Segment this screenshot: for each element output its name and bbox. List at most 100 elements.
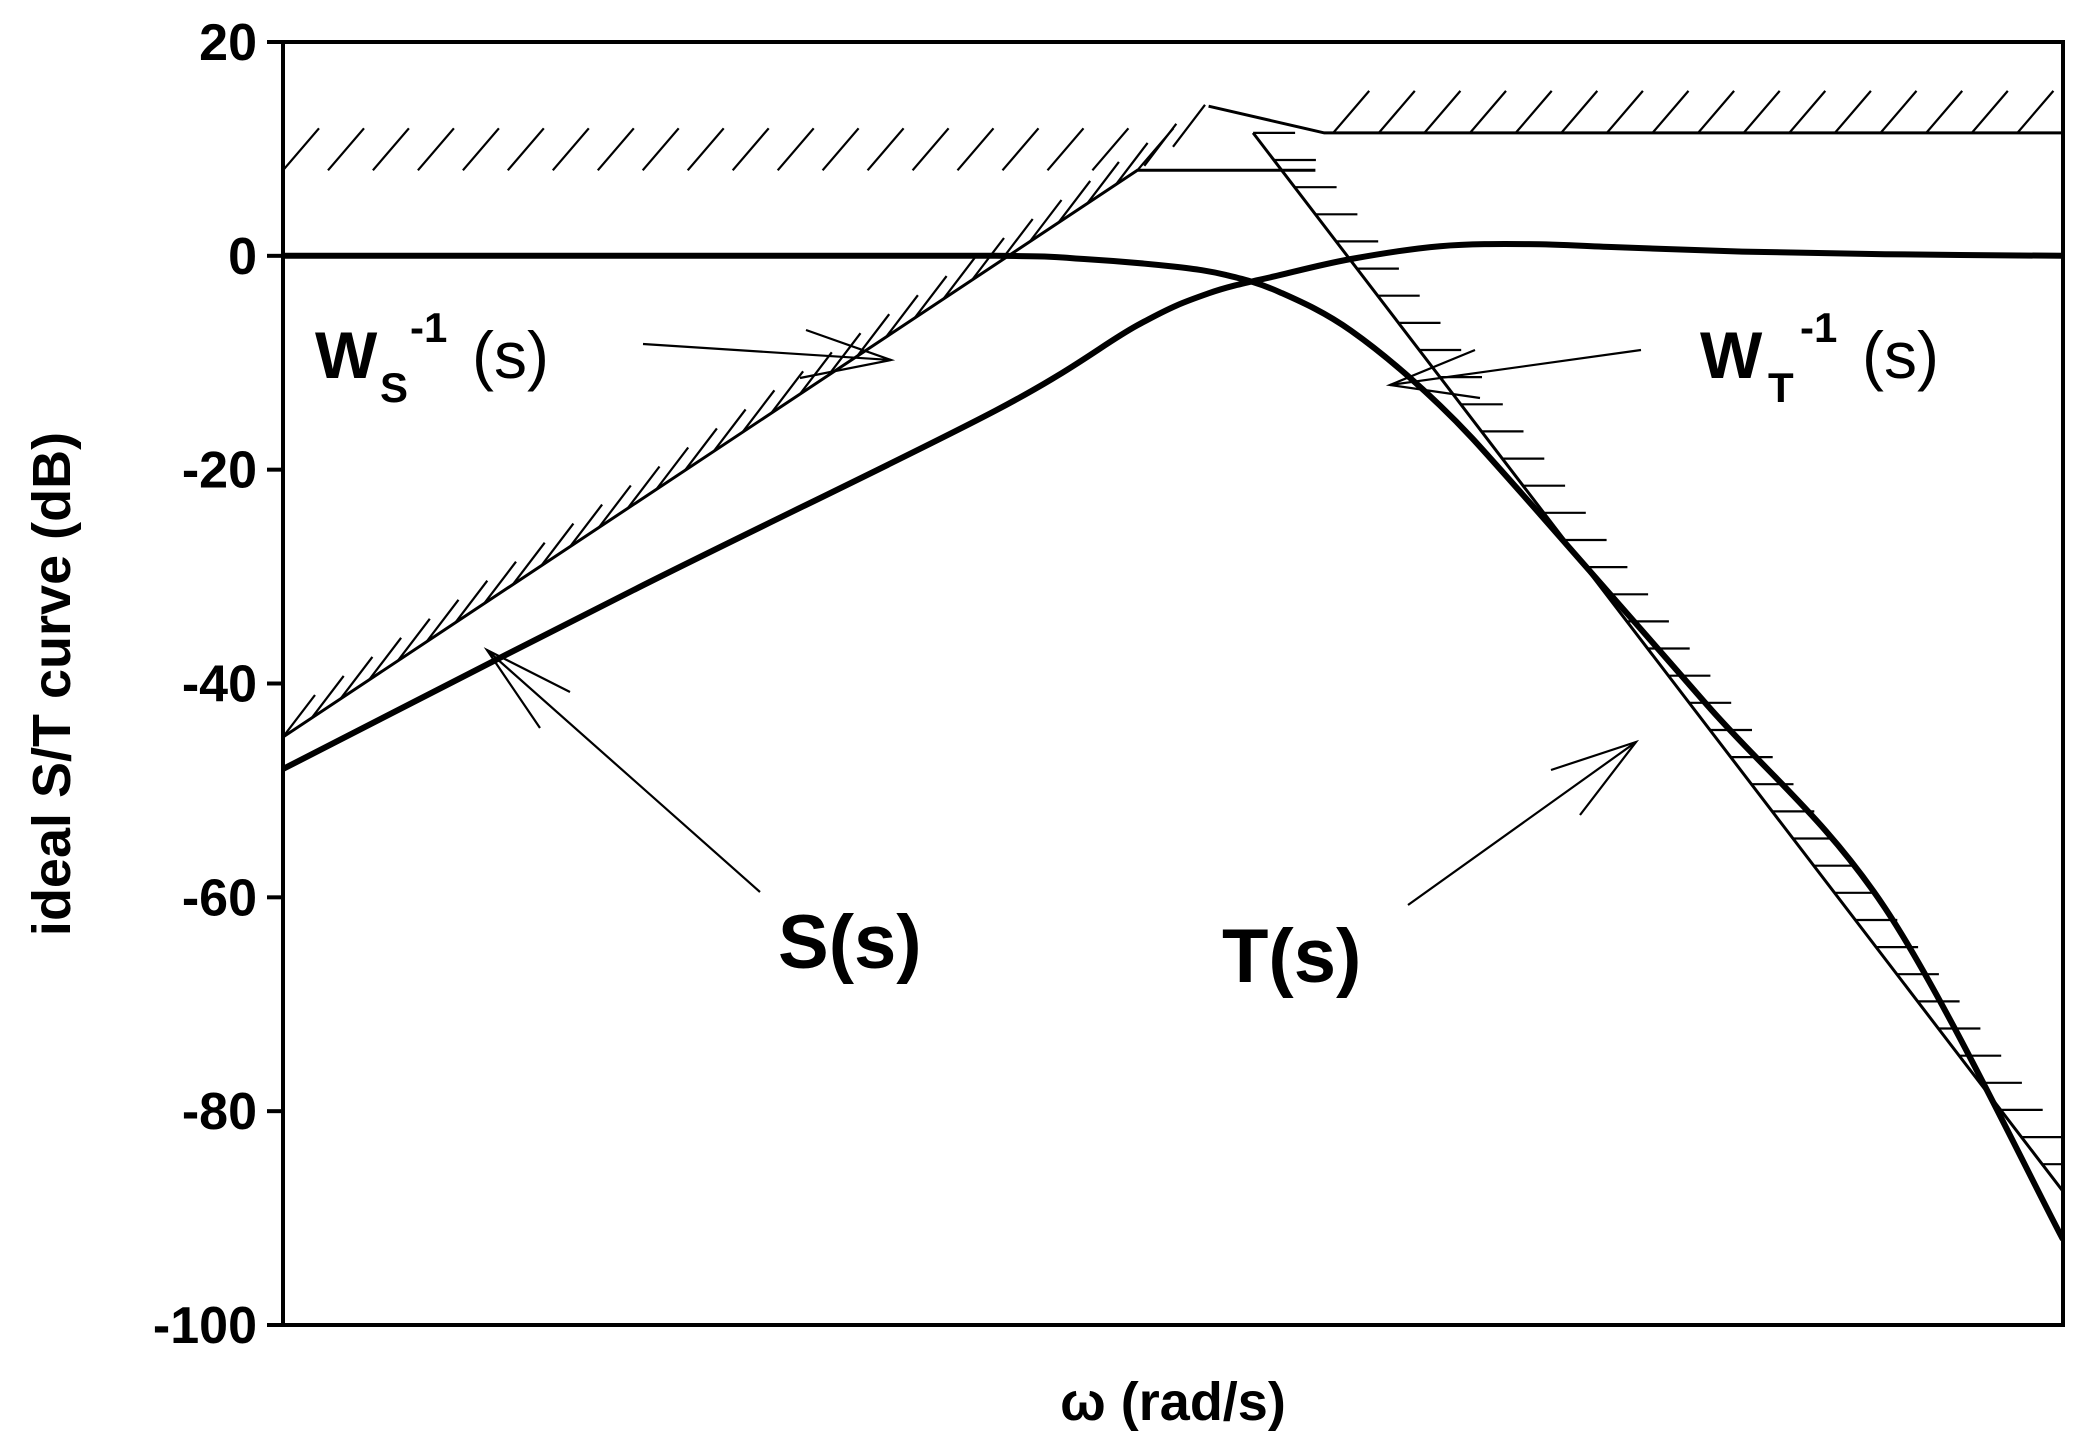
ws-hatch-stroke xyxy=(798,351,833,395)
ws-hatch-stroke xyxy=(327,127,365,172)
ws-hatch-stroke xyxy=(372,127,410,172)
t-curve xyxy=(283,252,2063,1241)
ws-sup-text: -1 xyxy=(410,304,447,351)
wt-hatch-stroke xyxy=(1423,90,1462,134)
s-arrow-shaft xyxy=(486,649,761,893)
ws-hatch-stroke xyxy=(913,275,948,319)
ws-hatch-stroke xyxy=(770,370,804,414)
wt-hatch-stroke xyxy=(1514,90,1553,134)
s-arrow-head xyxy=(483,647,571,729)
wt-hatch-stroke xyxy=(1469,90,1507,134)
ws-hatch-stroke xyxy=(712,408,747,453)
ws-hatch-stroke xyxy=(731,127,770,172)
ws-hatch-stroke xyxy=(942,256,977,300)
t-arrow-head xyxy=(1550,739,1640,816)
y-tick-label: -80 xyxy=(182,1083,257,1141)
curves xyxy=(283,240,2063,1241)
ws-hatch-stroke xyxy=(1046,127,1085,172)
wt-hatch-stroke xyxy=(1742,90,1781,134)
ws-arg-text: (s) xyxy=(472,318,549,392)
ws-hatch-stroke xyxy=(885,294,919,338)
ws-hatch-stroke xyxy=(597,484,632,529)
ws-hatch-stroke xyxy=(396,618,431,662)
ws-hatch-stroke xyxy=(971,237,1005,281)
wt-hatch-stroke xyxy=(2016,90,2055,134)
ws-arrow-head xyxy=(799,328,896,380)
ws-hatch-stroke xyxy=(686,127,725,172)
ws-sub-text: S xyxy=(380,364,408,411)
ws-hatch-stroke xyxy=(1028,199,1063,243)
ws-inverse-label: W S -1 (s) xyxy=(315,304,549,411)
ws-hatch-stroke xyxy=(1057,180,1092,224)
wt-hatch-stroke xyxy=(1879,90,1918,134)
t-curve-label: T(s) xyxy=(1222,914,1361,999)
ws-hatch-stroke xyxy=(511,542,546,586)
y-tick-label: -100 xyxy=(153,1297,257,1355)
ws-hatch-stroke xyxy=(1143,123,1178,167)
wt-hatch-stroke xyxy=(1560,90,1599,134)
wt-hatch-stroke xyxy=(1834,90,1872,134)
ws-hatch-stroke xyxy=(596,127,635,172)
ws-hatch-stroke xyxy=(626,465,661,510)
ws-hatch-stroke xyxy=(827,332,862,376)
wt-hatch-stroke xyxy=(1332,90,1371,134)
y-axis-title: ideal S/T curve (dB) xyxy=(22,432,82,936)
ws-hatch-stroke xyxy=(425,599,460,643)
wt-hatch-stroke xyxy=(1788,90,1827,134)
ws-hatch-stroke xyxy=(741,389,776,433)
ws-hatch-stroke xyxy=(454,580,489,624)
ws-hatch-stroke xyxy=(310,675,345,719)
ws-hatch-stroke xyxy=(483,561,517,605)
wt-hatch-stroke xyxy=(1606,90,1644,134)
wt-hatch-stroke xyxy=(1925,90,1964,134)
ws-hatch-stroke xyxy=(462,127,500,172)
y-axis-ticks: 20 0 -20 -40 -60 -80 -100 xyxy=(153,14,283,1355)
ws-hatch-stroke xyxy=(417,127,455,172)
s-curve-label: S(s) xyxy=(778,900,922,985)
ws-hatch-stroke xyxy=(684,427,718,472)
wt-hatch-stroke xyxy=(1651,90,1690,134)
wt-inverse-bound-top-line xyxy=(1208,104,2063,135)
ws-hatch-stroke xyxy=(569,503,603,548)
wt-hatch-stroke xyxy=(1970,90,2009,134)
ws-hatch-stroke xyxy=(368,637,402,681)
ws-arrow-shaft xyxy=(642,342,892,362)
wt-hatch-stroke xyxy=(1377,90,1416,134)
ws-main-text: W xyxy=(315,318,378,392)
y-tick-label: -60 xyxy=(182,869,257,927)
ws-hatch-stroke xyxy=(1086,161,1120,205)
y-tick-label: 0 xyxy=(228,228,257,286)
wt-hatch-stroke xyxy=(1697,90,1735,134)
plot-frame xyxy=(281,40,2065,1327)
ws-hatch-stroke xyxy=(540,522,575,567)
ws-hatch-stroke xyxy=(866,127,905,172)
wt-arg-text: (s) xyxy=(1862,318,1939,392)
ws-hatch-stroke xyxy=(1091,127,1130,172)
y-tick-label: -20 xyxy=(182,442,257,500)
ws-hatch-stroke xyxy=(641,127,680,172)
ws-hatch-stroke xyxy=(283,694,316,738)
ws-hatch-stroke xyxy=(283,127,320,172)
y-tick-label: -40 xyxy=(182,656,257,714)
y-tick-label: 20 xyxy=(199,14,257,72)
ws-hatch-stroke xyxy=(821,127,860,172)
ws-hatch-stroke xyxy=(1001,127,1040,172)
wt-inverse-bound-descent-line xyxy=(1251,131,2063,1193)
wt-arrow-head xyxy=(1385,348,1481,400)
ws-hatch-stroke xyxy=(1114,142,1149,186)
ws-hatch-stroke xyxy=(776,127,815,172)
wt-arrow-shaft xyxy=(1389,348,1642,387)
x-axis-title: ω (rad/s) xyxy=(1060,1372,1286,1432)
ws-hatch-stroke xyxy=(339,656,374,700)
s-curve xyxy=(283,240,2063,772)
wt-main-text: W xyxy=(1700,318,1763,392)
ws-hatch-stroke xyxy=(551,127,590,172)
wt-inverse-label: W T -1 (s) xyxy=(1700,304,1939,411)
t-arrow-shaft xyxy=(1407,741,1637,906)
weight-bounds xyxy=(283,90,2063,1193)
annotation-arrows xyxy=(483,328,1642,906)
wt-sup-text: -1 xyxy=(1800,304,1837,351)
ws-hatch-stroke xyxy=(506,127,545,172)
ws-hatch-stroke xyxy=(655,446,690,491)
